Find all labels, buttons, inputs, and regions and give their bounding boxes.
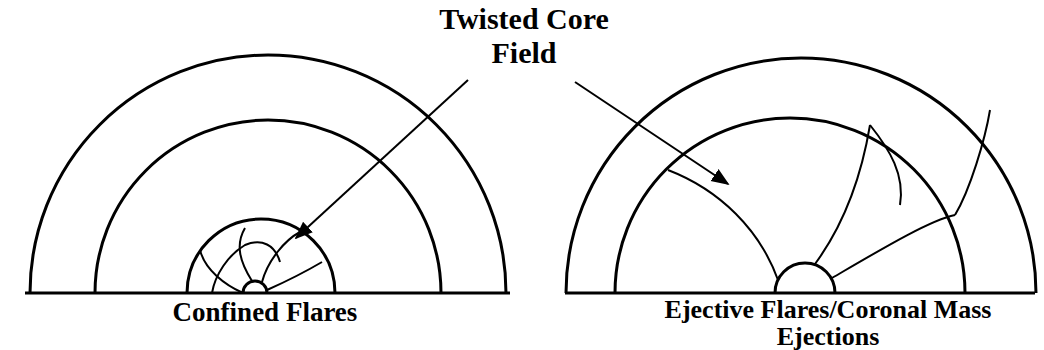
panel-caption: Ejective Flares/Coronal Mass Ejections (658, 296, 998, 350)
callout-label: Twisted Core Field (424, 2, 624, 70)
panel-caption: Confined Flares (65, 298, 465, 327)
